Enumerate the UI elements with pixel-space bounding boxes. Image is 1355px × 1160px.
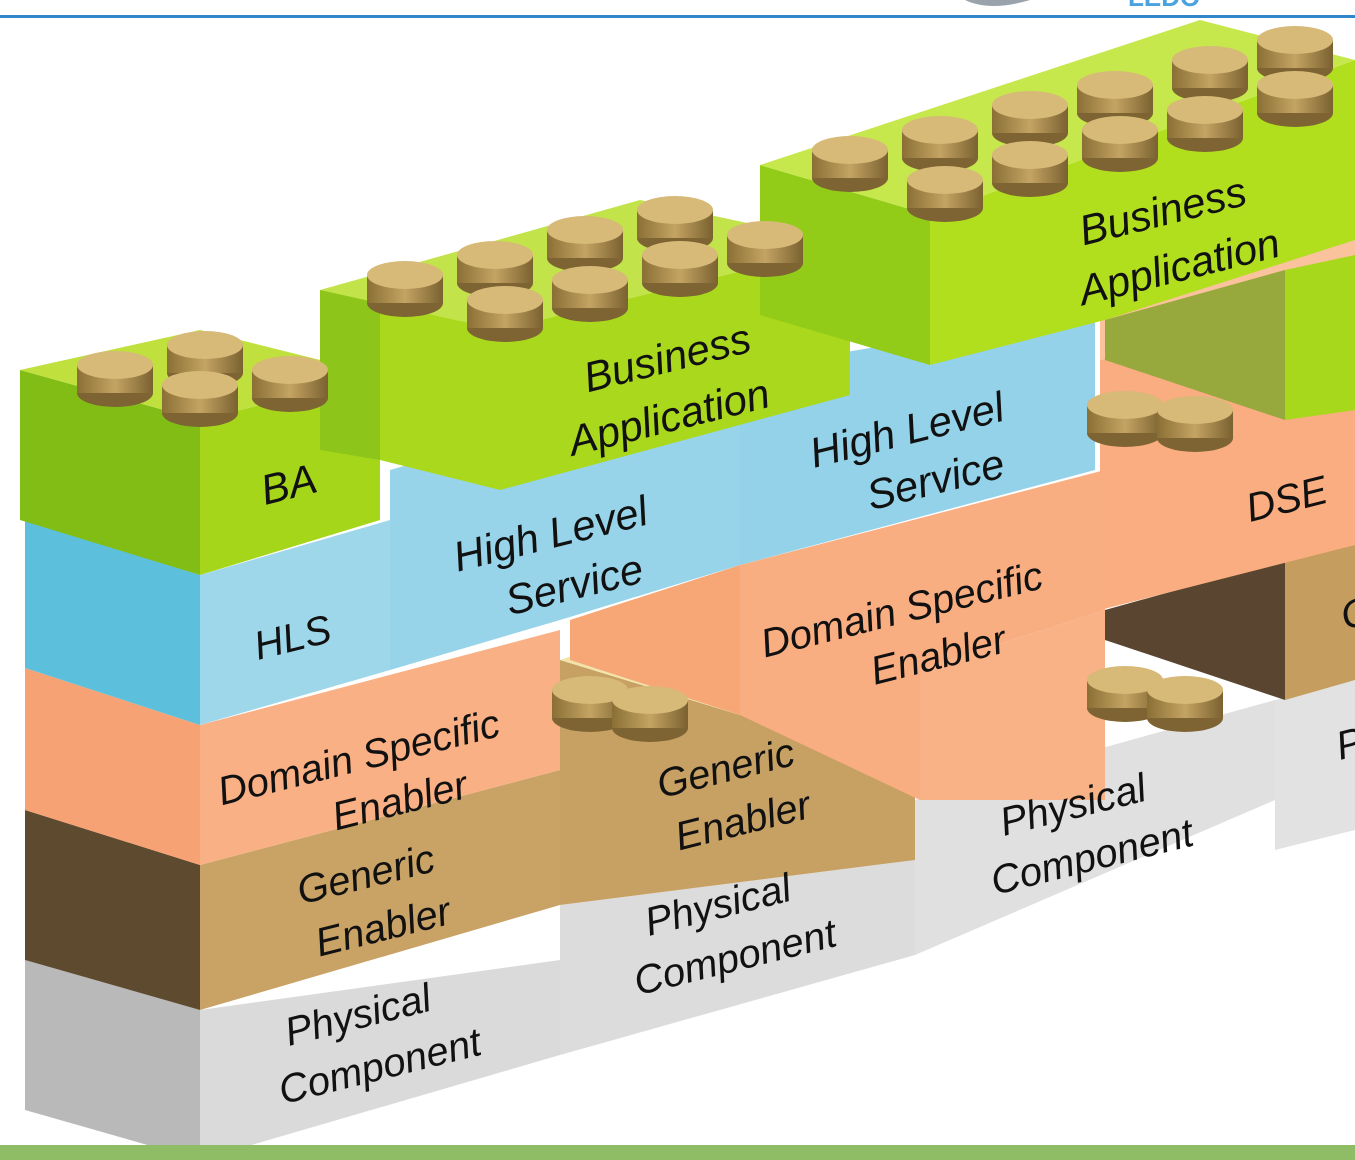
stud-icon [547,216,623,272]
stud-icon [902,116,978,172]
stud-icon [1087,391,1163,447]
stud-icon [552,676,628,732]
stud-icon [1147,676,1223,732]
generic-enabler-brick-left [25,770,560,1010]
stud-icon [642,241,718,297]
stud-icon [1082,116,1158,172]
domain-specific-enabler-brick-right [570,470,1105,800]
domain-specific-enabler-brick-left [25,630,560,865]
physical-component-brick-left [25,960,560,1160]
header-logo-swoosh-icon [965,0,1030,6]
stud-icon [612,686,688,742]
footer-bar [0,1145,1355,1160]
physical-component-brick-right [915,680,1355,955]
stud-icon [637,196,713,252]
stud-icon [1172,46,1248,102]
stud-icon [907,166,983,222]
stud-icon [1257,71,1333,127]
stud-icon [552,266,628,322]
header-line [0,15,1355,18]
stud-icon [467,286,543,342]
stud-icon [1157,396,1233,452]
generic-enabler-brick-right [1285,545,1355,700]
stud-icon [77,351,153,407]
hls-small-brick [25,520,390,725]
lego-studs [77,26,1333,742]
physical-component-brick-mid [560,860,915,1055]
labels: BA HLS DSE Business Application Business… [213,167,1355,1113]
stud-icon [992,141,1068,197]
stud-icon [457,241,533,297]
header-logo-text: LEDO [1128,0,1200,12]
stud-icon [1167,96,1243,152]
cavity-shadow-right [1105,560,1285,700]
stud-icon [162,371,238,427]
stud-icon [367,261,443,317]
stud-icon [812,136,888,192]
stud-icon [252,356,328,412]
stud-icon [727,221,803,277]
stud-icon [992,91,1068,147]
